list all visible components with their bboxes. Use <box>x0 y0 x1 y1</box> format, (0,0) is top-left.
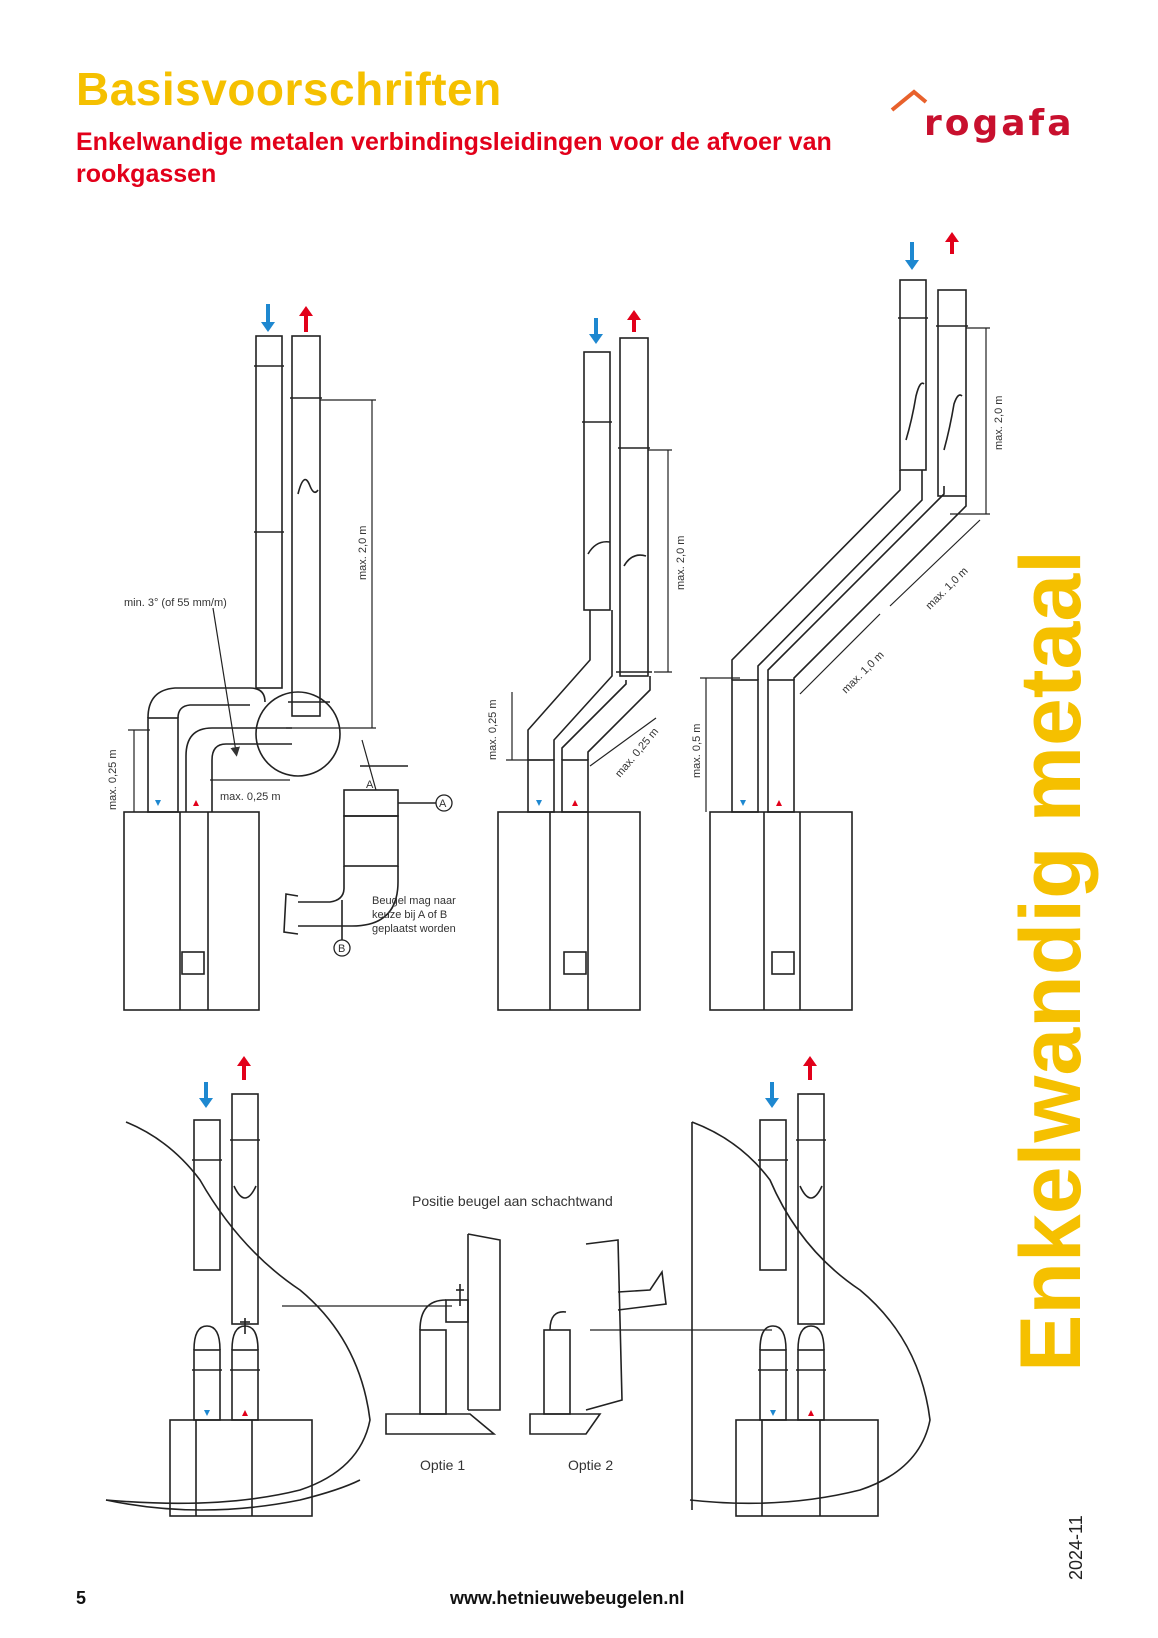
max-vertical-label-1: max. 2,0 m <box>357 526 369 580</box>
inlet-pipe-2 <box>583 351 611 611</box>
page-number: 5 <box>76 1588 87 1608</box>
footer-url[interactable]: www.hetnieuwebeugelen.nl <box>450 1588 685 1608</box>
max-base-label-3: max. 0,5 m <box>691 724 703 778</box>
max-diag-label-2: max. 0,25 m <box>613 726 661 780</box>
shaft-diagram-left <box>105 1093 452 1517</box>
roof-icon <box>890 89 928 112</box>
page-title: Basisvoorschriften <box>76 63 502 115</box>
max-diag-label-3a: max. 1,0 m <box>840 649 887 696</box>
logo-text: rogafa <box>924 103 1075 144</box>
boiler-3 <box>709 811 853 1011</box>
bracket-note-1: Beugel mag naar <box>372 895 456 907</box>
outlet-pipe-1 <box>291 335 321 717</box>
arrows-3 <box>740 232 959 806</box>
diagram-1 <box>123 335 438 1011</box>
side-title: Enkelwandig metaal <box>1003 549 1099 1372</box>
shaft-diagram-right <box>689 1093 931 1517</box>
arrows-1 <box>155 304 313 806</box>
bracket-point-a: A <box>366 779 374 791</box>
max-base-label-2: max. 0,25 m <box>487 699 499 760</box>
arrows-shaft-left <box>199 1056 251 1416</box>
diagram-3 <box>700 279 990 1011</box>
max-vertical-label-2: max. 2,0 m <box>675 536 687 590</box>
bracket-note-2: keuze bij A of B <box>372 909 447 921</box>
boiler-1 <box>123 811 260 1011</box>
arrows-2 <box>536 310 641 806</box>
outlet-pipe-3 <box>937 289 967 497</box>
inlet-pipe-3 <box>899 279 927 471</box>
page-subtitle: Enkelwandige metalen verbindingsleidinge… <box>76 128 832 188</box>
date-code: 2024-11 <box>1066 1515 1086 1580</box>
inlet-pipe-1 <box>255 335 283 689</box>
bracket-point-a-circle: A <box>439 798 447 810</box>
max-offset-label-1: max. 0,25 m <box>220 791 281 803</box>
bracket-point-b-circle: B <box>338 943 345 955</box>
option-2-label: Optie 2 <box>568 1457 613 1473</box>
arrows-shaft-right <box>765 1056 817 1416</box>
slope-label: min. 3° (of 55 mm/m) <box>124 597 227 609</box>
rogafa-logo: rogafa <box>890 88 1090 144</box>
max-vertical-label-3: max. 2,0 m <box>993 396 1005 450</box>
diagram-2 <box>497 337 672 1011</box>
outlet-pipe-2 <box>619 337 649 677</box>
max-diag-label-3b: max. 1,0 m <box>924 565 971 612</box>
shaft-caption: Positie beugel aan schachtwand <box>412 1193 613 1209</box>
option-1-label: Optie 1 <box>420 1457 465 1473</box>
bracket-note-3: geplaatst worden <box>372 923 456 935</box>
max-base-label-1: max. 0,25 m <box>107 749 119 810</box>
bracket-options <box>385 1233 772 1435</box>
boiler-2 <box>497 811 641 1011</box>
